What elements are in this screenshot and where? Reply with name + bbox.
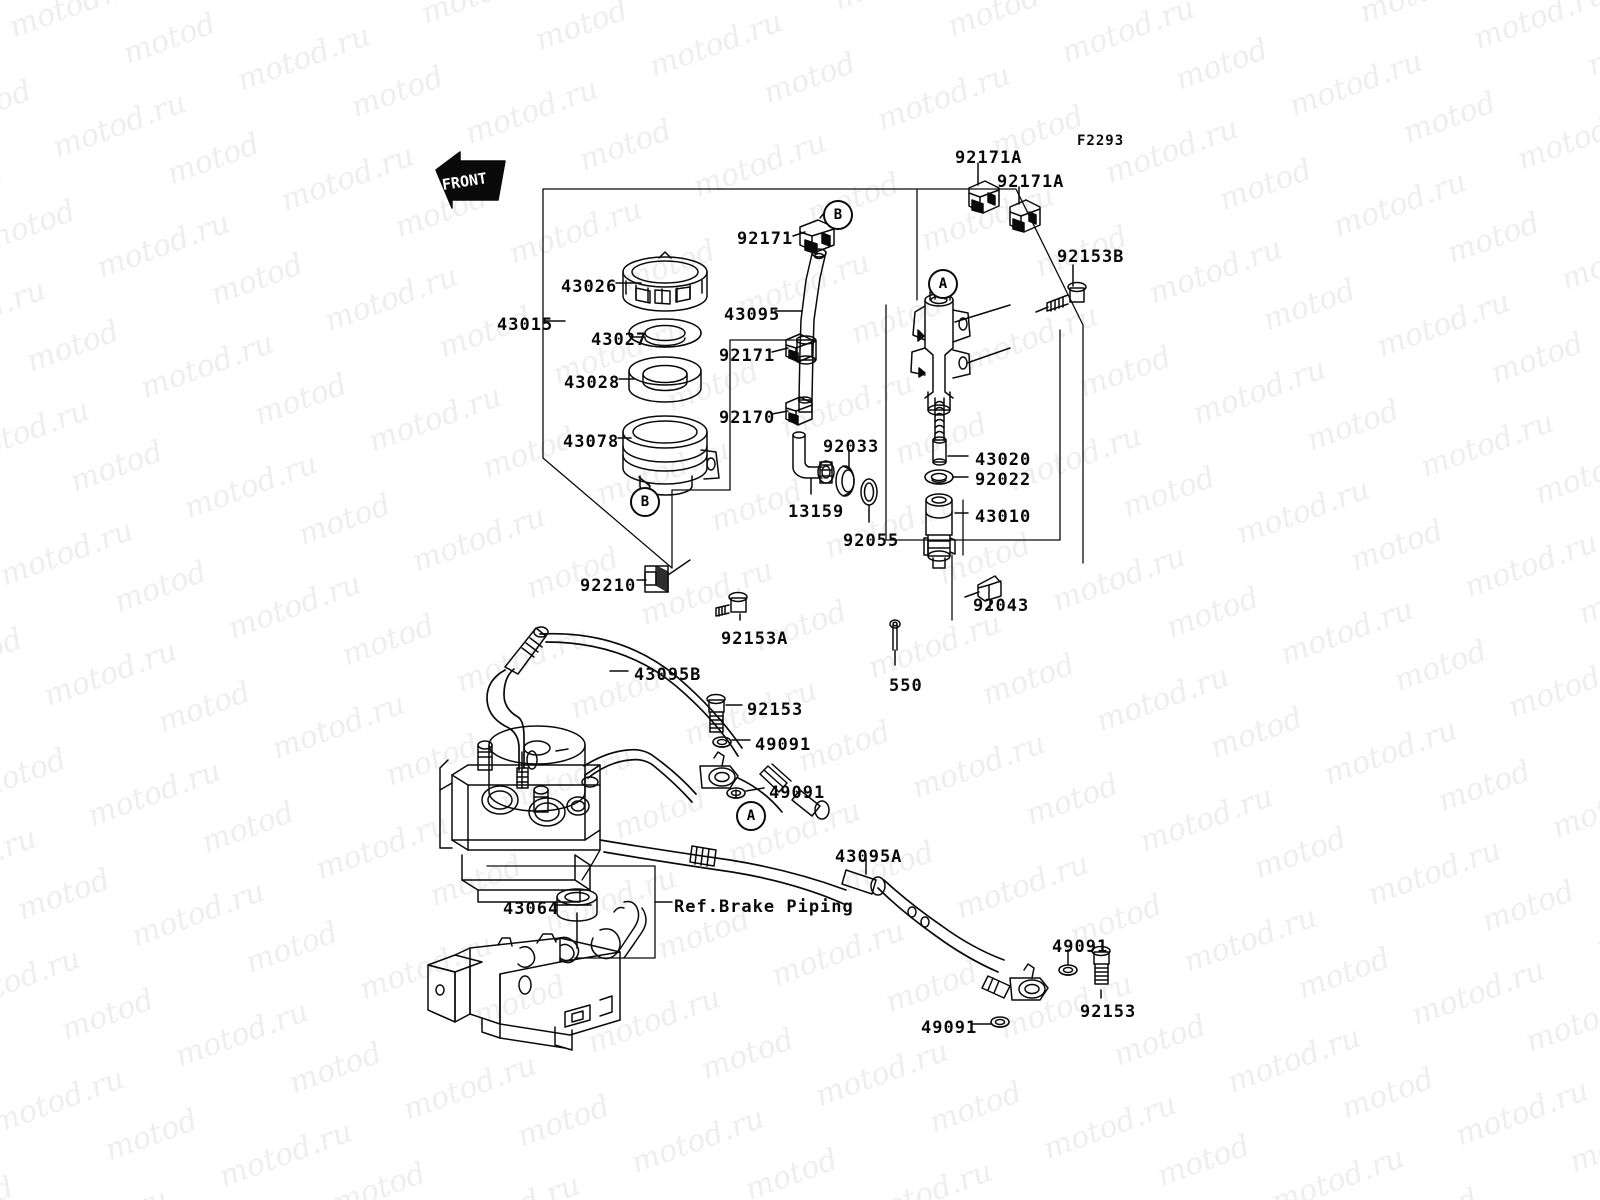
part-label-92153: 92153 bbox=[747, 700, 804, 720]
part-92055-oring bbox=[860, 478, 878, 506]
part-label-92171a: 92171A bbox=[997, 172, 1065, 192]
leader-mc-2 bbox=[966, 347, 1011, 364]
part-label-43027: 43027 bbox=[591, 330, 648, 350]
part-92153B-bolt bbox=[1046, 281, 1087, 312]
part-label-92055: 92055 bbox=[843, 531, 900, 551]
part-master-cylinder-body bbox=[910, 287, 971, 416]
part-label-92033: 92033 bbox=[823, 437, 880, 457]
part-43028-diaphragm bbox=[628, 356, 702, 403]
front-arrow-icon: FRONT bbox=[435, 151, 506, 209]
part-43095A-hose bbox=[599, 839, 1111, 1028]
part-label-43015: 43015 bbox=[497, 315, 554, 335]
part-mounting-bracket bbox=[427, 900, 647, 1051]
part-label-92171a: 92171A bbox=[955, 148, 1023, 168]
part-label-92153: 92153 bbox=[1080, 1002, 1137, 1022]
part-43010-master-cylinder bbox=[923, 493, 956, 569]
part-92171A-clamp-1 bbox=[968, 180, 1000, 214]
part-43020-piston bbox=[932, 397, 947, 466]
part-label-92022: 92022 bbox=[975, 470, 1032, 490]
part-label-550: 550 bbox=[889, 676, 923, 696]
part-label-92043: 92043 bbox=[973, 596, 1030, 616]
part-label-92210: 92210 bbox=[580, 576, 637, 596]
part-label-49091: 49091 bbox=[769, 783, 826, 803]
callout-marker-b: B bbox=[823, 200, 853, 230]
leader-92171-top bbox=[792, 231, 806, 237]
part-label-43095b: 43095B bbox=[634, 665, 702, 685]
sub-boundary-lines bbox=[729, 189, 1061, 621]
part-label-43064: 43064 bbox=[503, 899, 560, 919]
part-label-49091: 49091 bbox=[921, 1018, 978, 1038]
part-label-43028: 43028 bbox=[564, 373, 621, 393]
part-label-92153b: 92153B bbox=[1057, 247, 1125, 267]
callout-marker-b: B bbox=[630, 487, 660, 517]
part-92210-clip bbox=[644, 565, 669, 593]
leader-mc-1 bbox=[954, 304, 1011, 323]
part-label-13159: 13159 bbox=[788, 502, 845, 522]
part-43026-reservoir-cap bbox=[622, 251, 708, 312]
part-92033-circlip bbox=[835, 465, 855, 497]
part-43078-reservoir bbox=[622, 415, 720, 496]
leader-92153B bbox=[1035, 306, 1049, 313]
part-label-92170: 92170 bbox=[719, 408, 776, 428]
part-label-43020: 43020 bbox=[975, 450, 1032, 470]
part-label-49091: 49091 bbox=[1052, 937, 1109, 957]
part-label-43095a: 43095A bbox=[835, 847, 903, 867]
part-label-43078: 43078 bbox=[563, 432, 620, 452]
part-label-ref-brake-piping: Ref.Brake Piping bbox=[674, 897, 854, 917]
part-abs-hydraulic-unit bbox=[439, 725, 601, 903]
part-label-49091: 49091 bbox=[755, 735, 812, 755]
part-43095-brake-hose bbox=[795, 248, 827, 413]
part-label-43095: 43095 bbox=[724, 305, 781, 325]
part-92022-washer bbox=[924, 469, 954, 485]
callout-marker-a: A bbox=[736, 801, 766, 831]
part-550-cotter-pin bbox=[889, 619, 901, 651]
hose-bracket-crossing bbox=[581, 849, 601, 881]
part-92171A-clamp-2 bbox=[1009, 199, 1041, 233]
part-92153A-bolt bbox=[715, 591, 748, 617]
part-label-43026: 43026 bbox=[561, 277, 618, 297]
part-label-92171: 92171 bbox=[719, 346, 776, 366]
part-label-43010: 43010 bbox=[975, 507, 1032, 527]
part-label-92153a: 92153A bbox=[721, 629, 789, 649]
part-label-f2293: F2293 bbox=[1077, 133, 1125, 149]
part-label-92171: 92171 bbox=[737, 229, 794, 249]
callout-marker-a: A bbox=[928, 269, 958, 299]
